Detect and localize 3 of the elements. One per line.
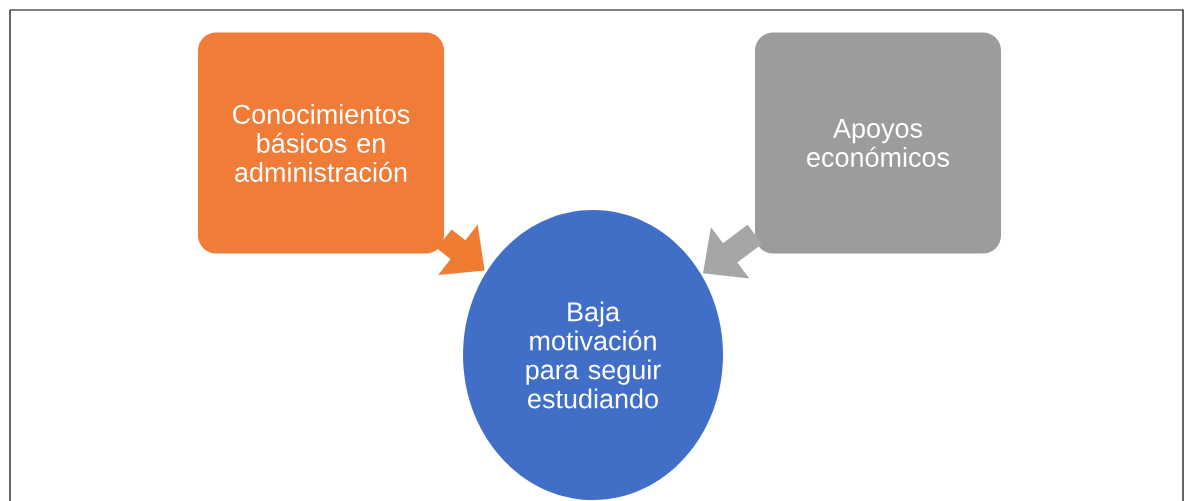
process-box: Conocimientos básicos en administración [198, 32, 444, 254]
process-box: Apoyos económicos [755, 32, 1001, 254]
arrow [703, 224, 762, 279]
